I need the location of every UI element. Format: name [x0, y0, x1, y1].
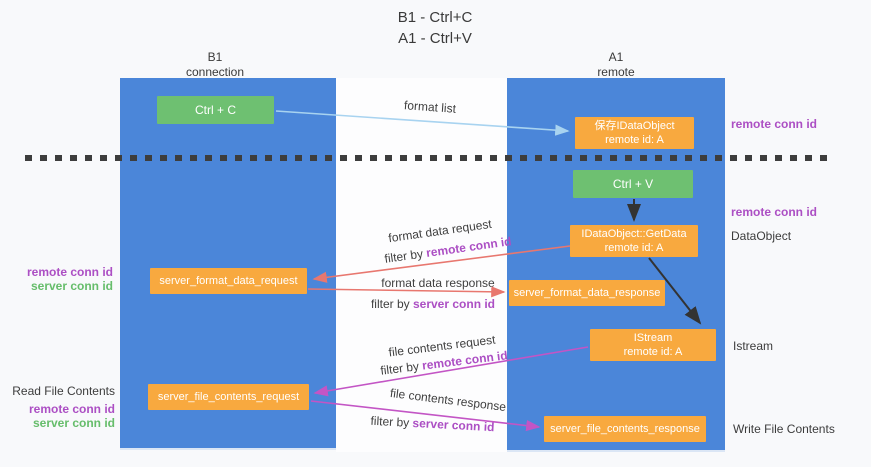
- ctrl-c-box: Ctrl + C: [157, 96, 274, 124]
- diagram-title: B1 - Ctrl+C A1 - Ctrl+V: [330, 7, 540, 49]
- lane-right-role: remote: [597, 65, 635, 79]
- istream-side-label: Istream: [733, 339, 774, 353]
- filter-prefix: filter by: [370, 297, 413, 311]
- ctrl-v-label: Ctrl + V: [612, 177, 654, 191]
- server-format-data-request-label: server_format_data_request: [159, 275, 298, 287]
- ctrl-c-label: Ctrl + C: [194, 103, 236, 117]
- right-remote-conn-id-mid: remote conn id: [731, 205, 818, 219]
- right-remote-conn-id-top: remote conn id: [731, 117, 818, 131]
- title-line-1: B1 - Ctrl+C: [397, 9, 473, 26]
- left-format-remote-conn-id: remote conn id: [26, 265, 113, 279]
- format-data-response-filter-label: filter by server conn id: [358, 297, 508, 311]
- server-file-contents-response-box: server_file_contents_response: [544, 416, 706, 442]
- server-file-contents-request-box: server_file_contents_request: [148, 384, 309, 410]
- save-dataobject-line1: 保存IDataObject: [594, 120, 675, 132]
- save-dataobject-box: 保存IDataObject remote id: A: [575, 117, 694, 149]
- lane-header-left: B1 connection: [120, 50, 310, 80]
- left-format-server-conn-id: server conn id: [30, 279, 113, 293]
- server-format-data-request-box: server_format_data_request: [150, 268, 307, 294]
- server-file-contents-request-label: server_file_contents_request: [157, 391, 300, 403]
- getdata-line2: remote id: A: [604, 242, 664, 254]
- istream-line2: remote id: A: [623, 346, 683, 358]
- lane-right-name: A1: [608, 50, 624, 64]
- getdata-line1: IDataObject::GetData: [581, 228, 687, 240]
- left-file-labels: Read File Contents remote conn id server…: [10, 384, 115, 430]
- filter-key-server-conn-id: server conn id: [412, 297, 496, 311]
- istream-line1: IStream: [633, 332, 673, 344]
- ctrl-v-box: Ctrl + V: [573, 170, 693, 198]
- left-file-server-conn-id: server conn id: [32, 416, 115, 430]
- filter-prefix: filter by: [370, 413, 413, 430]
- read-file-contents-label: Read File Contents: [12, 384, 115, 398]
- left-format-conn-ids: remote conn id server conn id: [10, 265, 113, 293]
- left-file-remote-conn-id: remote conn id: [28, 402, 115, 416]
- server-format-data-response-label: server_format_data_response: [513, 287, 661, 299]
- lane-header-right: A1 remote: [507, 50, 725, 80]
- lane-left-name: B1: [207, 50, 223, 64]
- lane-left-role: connection: [185, 65, 245, 79]
- format-data-response-label: format data response: [381, 276, 495, 290]
- getdata-box: IDataObject::GetData remote id: A: [570, 225, 698, 257]
- dataobject-label: DataObject: [731, 229, 792, 243]
- server-format-data-response-box: server_format_data_response: [509, 280, 665, 306]
- save-dataobject-line2: remote id: A: [605, 134, 664, 146]
- title-line-2: A1 - Ctrl+V: [398, 30, 472, 47]
- server-file-contents-response-label: server_file_contents_response: [550, 423, 700, 435]
- phase-divider-dashed-line: [25, 155, 832, 161]
- istream-box: IStream remote id: A: [590, 329, 716, 361]
- write-file-contents-label: Write File Contents: [733, 422, 835, 436]
